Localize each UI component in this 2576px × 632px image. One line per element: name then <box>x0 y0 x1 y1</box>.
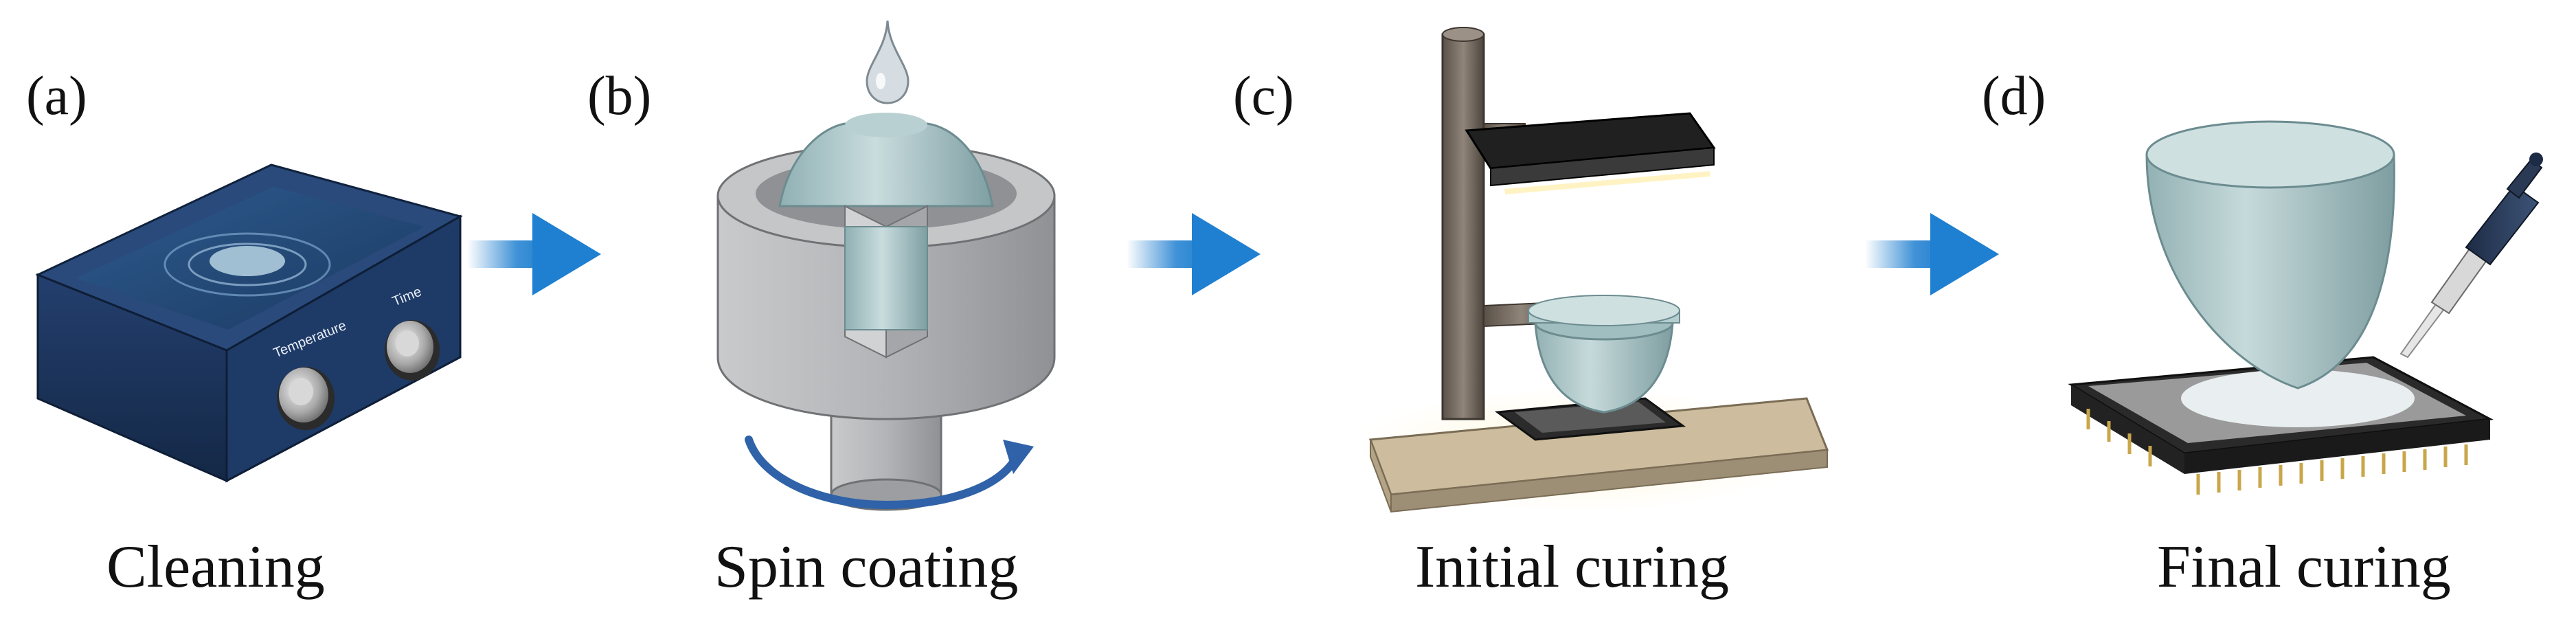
arrow-a-to-b <box>467 213 601 295</box>
heater-pins <box>2086 409 2468 495</box>
step-caption-d: Final curing <box>2157 534 2451 600</box>
spin-coater-mold-icon <box>716 20 1056 511</box>
step-caption-b: Spin coating <box>714 534 1019 600</box>
droplet-icon <box>866 20 909 104</box>
uv-curing-stand-icon <box>1353 27 1829 513</box>
time-knob-icon <box>385 320 440 381</box>
rotation-arrow-icon <box>745 436 1034 510</box>
arrow-c-to-d <box>1865 213 1999 295</box>
step-letter-d: (d) <box>1982 66 2046 126</box>
pipette-icon <box>2399 153 2543 359</box>
temperature-knob-icon <box>277 367 335 430</box>
arrow-b-to-c <box>1127 213 1261 295</box>
ultrasonic-bath-icon <box>35 163 463 483</box>
step-caption-a: Cleaning <box>106 534 325 600</box>
step-letter-c: (c) <box>1233 66 1294 126</box>
mold-on-heater-with-pipette-icon <box>2068 120 2543 495</box>
step-letter-b: (b) <box>587 66 652 126</box>
step-letter-a: (a) <box>26 66 87 126</box>
step-caption-c: Initial curing <box>1415 534 1729 600</box>
